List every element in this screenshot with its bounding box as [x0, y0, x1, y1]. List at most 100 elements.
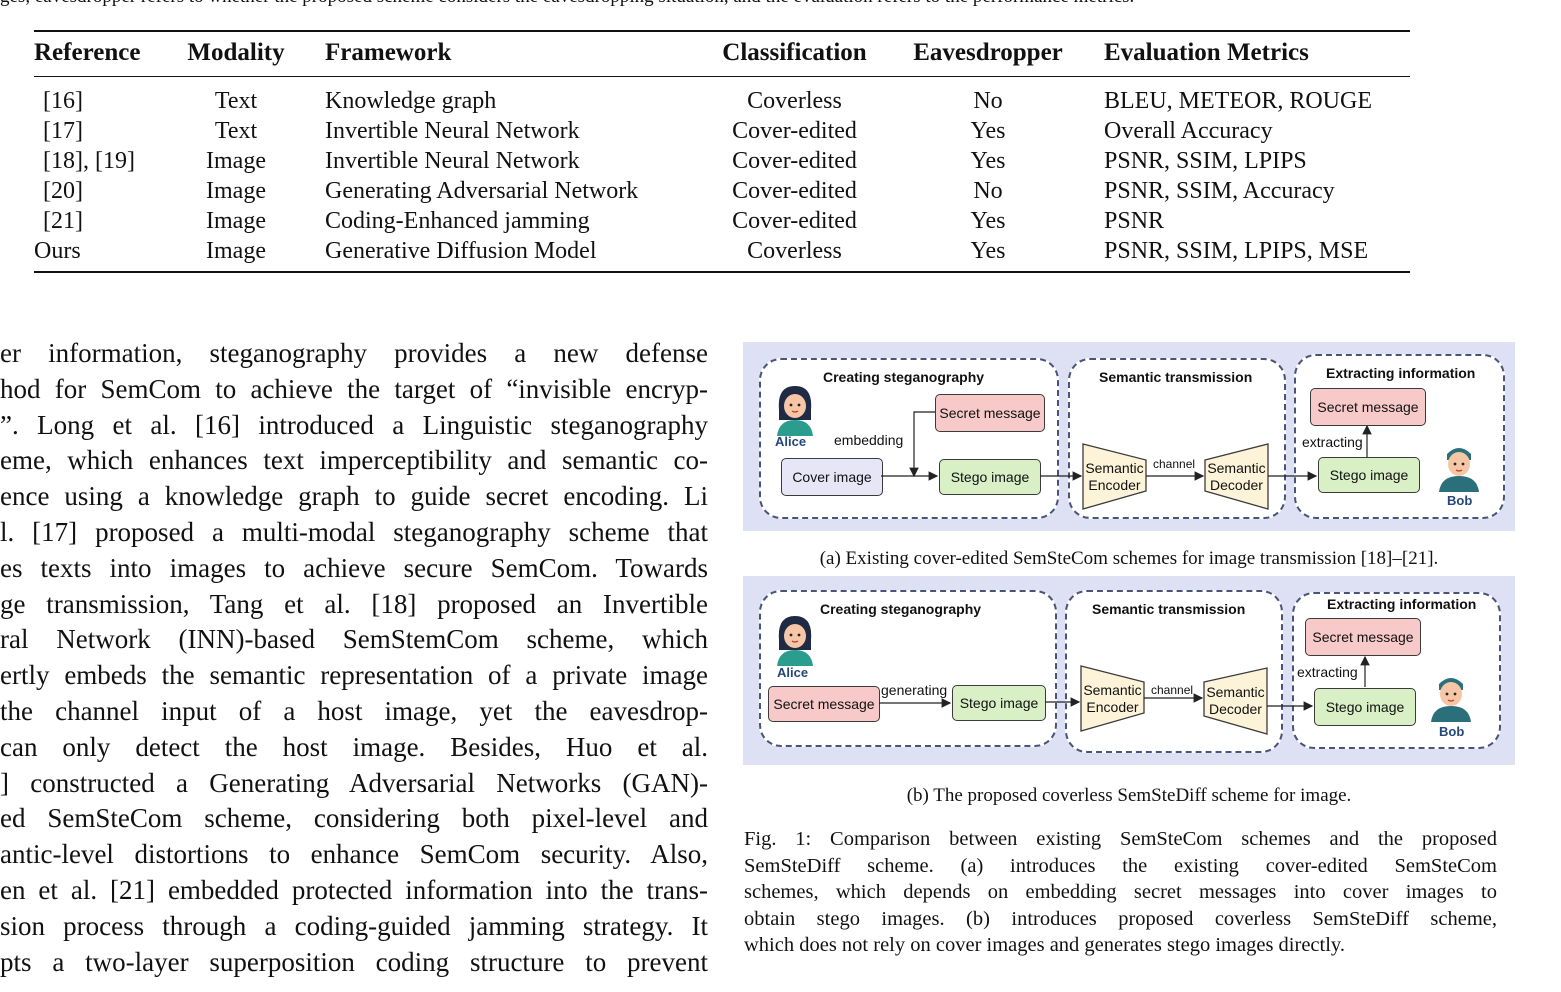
embedding-label: embedding [834, 432, 904, 448]
figure-b-caption: (b) The proposed coverless SemSteDiff sc… [906, 785, 1352, 806]
comparison-table: Reference Modality Framework Classificat… [34, 30, 1410, 273]
cell-classification: Coverless [747, 238, 842, 264]
section-title-transmission: Semantic transmission [1092, 601, 1246, 617]
body-line: ertly embeds the semantic representation… [0, 660, 708, 691]
stego-image-node: Stego image [952, 685, 1046, 721]
cell-framework: Generative Diffusion Model [325, 238, 597, 264]
body-line: ed SemSteCom scheme, considering both pi… [0, 803, 708, 834]
header-eavesdropper: Eavesdropper [913, 39, 1063, 66]
cell-classification: Cover-edited [732, 178, 857, 204]
caption-line: which does not rely on cover images and … [744, 934, 1345, 957]
body-line: ”. Long et al. [16] introduced a Linguis… [0, 409, 708, 440]
body-paragraph: er information, steganography provides a… [0, 336, 708, 992]
cell-classification: Cover-edited [732, 208, 857, 234]
section-title-creating: Creating steganography [820, 601, 982, 617]
generating-label: generating [881, 682, 948, 698]
figure-1-caption: Fig. 1: Comparison between existing SemS… [744, 826, 1497, 959]
caption-line: Fig. 1: Comparison between existing SemS… [744, 828, 1497, 850]
body-line: sion process through a coding-guided jam… [0, 910, 708, 941]
body-line: pts a two-layer superposition coding str… [0, 946, 708, 977]
table-body: [16] Text Knowledge graph Coverless No B… [34, 77, 1410, 271]
body-line: ] constructed a Generating Adversarial N… [0, 767, 708, 798]
cell-reference: [20] [43, 178, 83, 204]
secret-message-node: Secret message [768, 686, 880, 722]
alice-label: Alice [775, 434, 807, 449]
cell-reference: [16] [43, 88, 83, 114]
cell-modality: Image [206, 178, 266, 204]
cell-classification: Cover-edited [732, 148, 857, 174]
cell-reference: [21] [43, 208, 83, 234]
table-caption-fragment: ges, eavesdropper refers to whether the … [0, 0, 1561, 8]
header-modality: Modality [187, 39, 285, 66]
section-title-creating: Creating steganography [823, 369, 985, 385]
body-line: eme, which enhances text imperceptibilit… [0, 445, 708, 476]
extracting-label: extracting [1297, 664, 1358, 680]
cell-framework: Coding-Enhanced jamming [325, 208, 590, 234]
cell-eavesdropper: Yes [970, 148, 1006, 174]
semantic-decoder-label: Semantic Decoder [1207, 460, 1266, 493]
caption-line: SemSteDiff scheme. (a) introduces the ex… [744, 854, 1497, 877]
table-top-rule [34, 30, 1410, 32]
header-reference: Reference [34, 39, 141, 66]
table-header-rule [34, 76, 1410, 77]
table-row: [21] Image Coding-Enhanced jamming Cover… [34, 205, 1410, 235]
semantic-encoder-label: Semantic Encoder [1085, 460, 1144, 493]
cell-metrics: PSNR, SSIM, LPIPS [1104, 148, 1307, 174]
cell-metrics: Overall Accuracy [1104, 118, 1273, 144]
cell-reference: Ours [34, 238, 81, 264]
channel-label: channel [1153, 457, 1196, 471]
cell-classification: Coverless [747, 88, 842, 114]
cell-modality: Image [206, 148, 266, 174]
cell-eavesdropper: No [973, 88, 1003, 114]
cell-metrics: PSNR, SSIM, Accuracy [1104, 178, 1335, 204]
cell-modality: Text [214, 118, 258, 144]
header-classification: Classification [722, 39, 867, 66]
secret-message-node: Secret message [935, 394, 1045, 432]
channel-label: channel [1151, 683, 1194, 697]
figure-a-panel: Creating steganography Semantic transmis… [743, 342, 1515, 531]
table-row: [20] Image Generating Adversarial Networ… [34, 175, 1410, 205]
body-line: hod for SemCom to achieve the target of … [0, 373, 708, 404]
cell-modality: Image [206, 208, 266, 234]
cell-framework: Invertible Neural Network [325, 148, 580, 174]
body-line: ence using a knowledge graph to guide se… [0, 481, 708, 512]
cell-framework: Knowledge graph [325, 88, 497, 114]
section-title-extracting: Extracting information [1326, 365, 1476, 381]
body-line: the channel input of a host image, yet t… [0, 695, 708, 726]
cell-eavesdropper: Yes [970, 238, 1006, 264]
header-framework: Framework [325, 39, 452, 66]
body-line: ral Network (INN)-based SemStemCom schem… [0, 624, 708, 655]
cell-modality: Text [214, 88, 258, 114]
semantic-encoder-label: Semantic Encoder [1083, 682, 1142, 715]
body-line: es texts into images to achieve secure S… [0, 552, 708, 583]
body-line: antic-level distortions to enhance SemCo… [0, 839, 708, 870]
alice-label: Alice [777, 665, 809, 680]
cell-classification: Cover-edited [732, 118, 857, 144]
cell-eavesdropper: No [973, 178, 1003, 204]
cell-metrics: PSNR, SSIM, LPIPS, MSE [1104, 238, 1369, 264]
table-row: [17] Text Invertible Neural Network Cove… [34, 115, 1410, 145]
cell-framework: Generating Adversarial Network [325, 178, 639, 204]
body-line: er information, steganography provides a… [0, 338, 708, 368]
section-title-extracting: Extracting information [1327, 596, 1477, 612]
cell-metrics: PSNR [1104, 208, 1165, 234]
stego-image-output-node: Stego image [1314, 688, 1416, 726]
body-line: l. [17] proposed a multi-modal steganogr… [0, 516, 708, 547]
cell-eavesdropper: Yes [970, 118, 1006, 144]
stego-image-node: Stego image [939, 459, 1041, 495]
caption-line: schemes, which depends on embedding secr… [744, 881, 1497, 904]
secret-message-output-node: Secret message [1310, 388, 1426, 426]
extracting-label: extracting [1302, 434, 1363, 450]
figure-b-panel: Creating steganography Semantic transmis… [743, 576, 1515, 765]
body-line: ge transmission, Tang et al. [18] propos… [0, 588, 708, 619]
header-metrics: Evaluation Metrics [1104, 39, 1309, 66]
body-line: en et al. [21] embedded protected inform… [0, 874, 708, 905]
cover-image-node: Cover image [781, 458, 883, 496]
bob-label: Bob [1439, 724, 1465, 739]
figure-a-caption: (a) Existing cover-edited SemSteCom sche… [819, 548, 1439, 569]
cell-reference: [17] [43, 118, 83, 144]
secret-message-output-node: Secret message [1305, 618, 1421, 656]
caption-line: obtain stego images. (b) introduces prop… [744, 907, 1497, 930]
cell-metrics: BLEU, METEOR, ROUGE [1104, 88, 1372, 114]
body-line: can only detect the host image. Besides,… [0, 731, 708, 762]
